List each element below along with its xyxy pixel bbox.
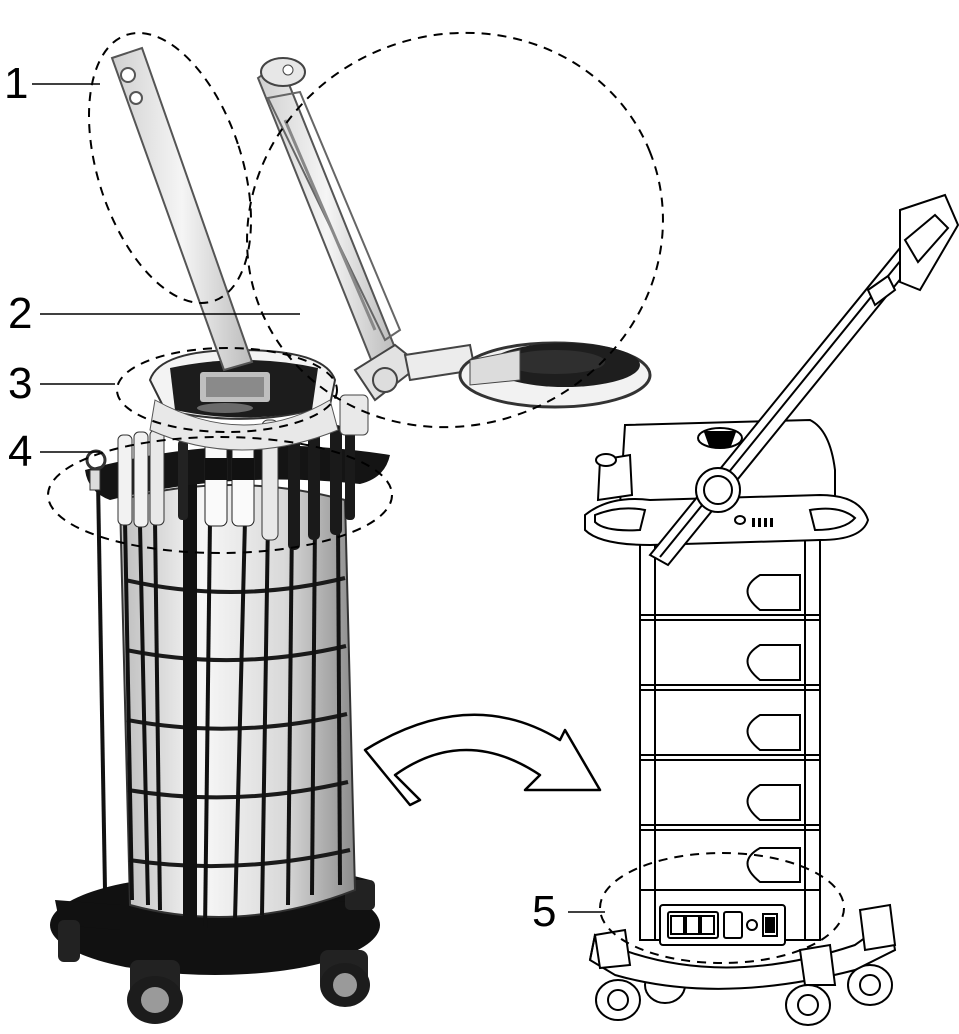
handpieces xyxy=(85,419,355,550)
callout-4: 4 xyxy=(8,427,33,476)
callout-2: 2 xyxy=(8,289,33,338)
ellipse-1 xyxy=(88,32,252,304)
ellipse-5 xyxy=(599,852,845,964)
callout-3: 3 xyxy=(8,359,33,408)
right-tray xyxy=(584,493,870,547)
ellipse-4 xyxy=(47,436,393,554)
left-machine xyxy=(50,46,652,1024)
magnifier-lamp xyxy=(256,57,652,436)
highlight-ellipses-left xyxy=(47,31,664,554)
callout-1: 1 xyxy=(4,59,29,108)
support-arm xyxy=(110,46,254,372)
right-machine xyxy=(584,193,959,1026)
ellipse-3 xyxy=(116,347,338,433)
transition-arrow xyxy=(363,713,602,807)
leader-lines xyxy=(32,83,605,913)
power-panel xyxy=(659,904,786,946)
callout-5: 5 xyxy=(532,887,557,936)
drawer-dividers xyxy=(640,614,820,891)
ellipse-2 xyxy=(246,31,664,429)
right-pole xyxy=(648,193,959,567)
